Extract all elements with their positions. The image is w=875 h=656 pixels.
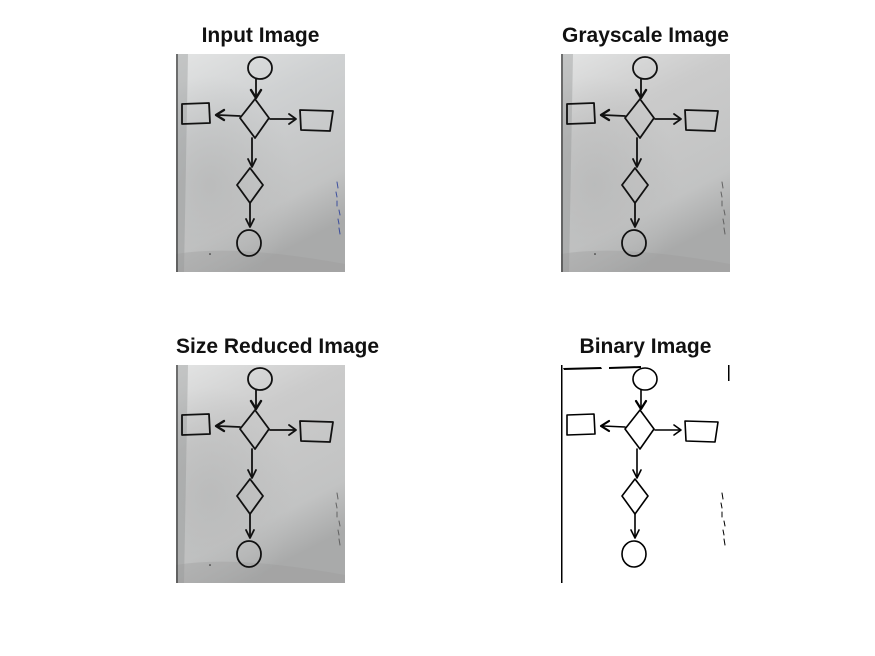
panel-input-image: Input Image: [176, 22, 345, 274]
panel-binary-image: Binary Image: [561, 333, 730, 585]
size-reduced-image: [176, 365, 345, 583]
grayscale-image: [561, 54, 730, 272]
binary-image: [561, 365, 730, 583]
panel-grayscale-image: Grayscale Image: [561, 22, 730, 274]
panel-title: Input Image: [201, 24, 320, 47]
panel-title: Binary Image: [579, 335, 712, 358]
panel-title: Grayscale Image: [562, 24, 729, 47]
input-image: [176, 54, 345, 272]
panel-title: Size Reduced Image: [176, 335, 380, 358]
panel-size-reduced-image: Size Reduced Image: [176, 333, 380, 585]
